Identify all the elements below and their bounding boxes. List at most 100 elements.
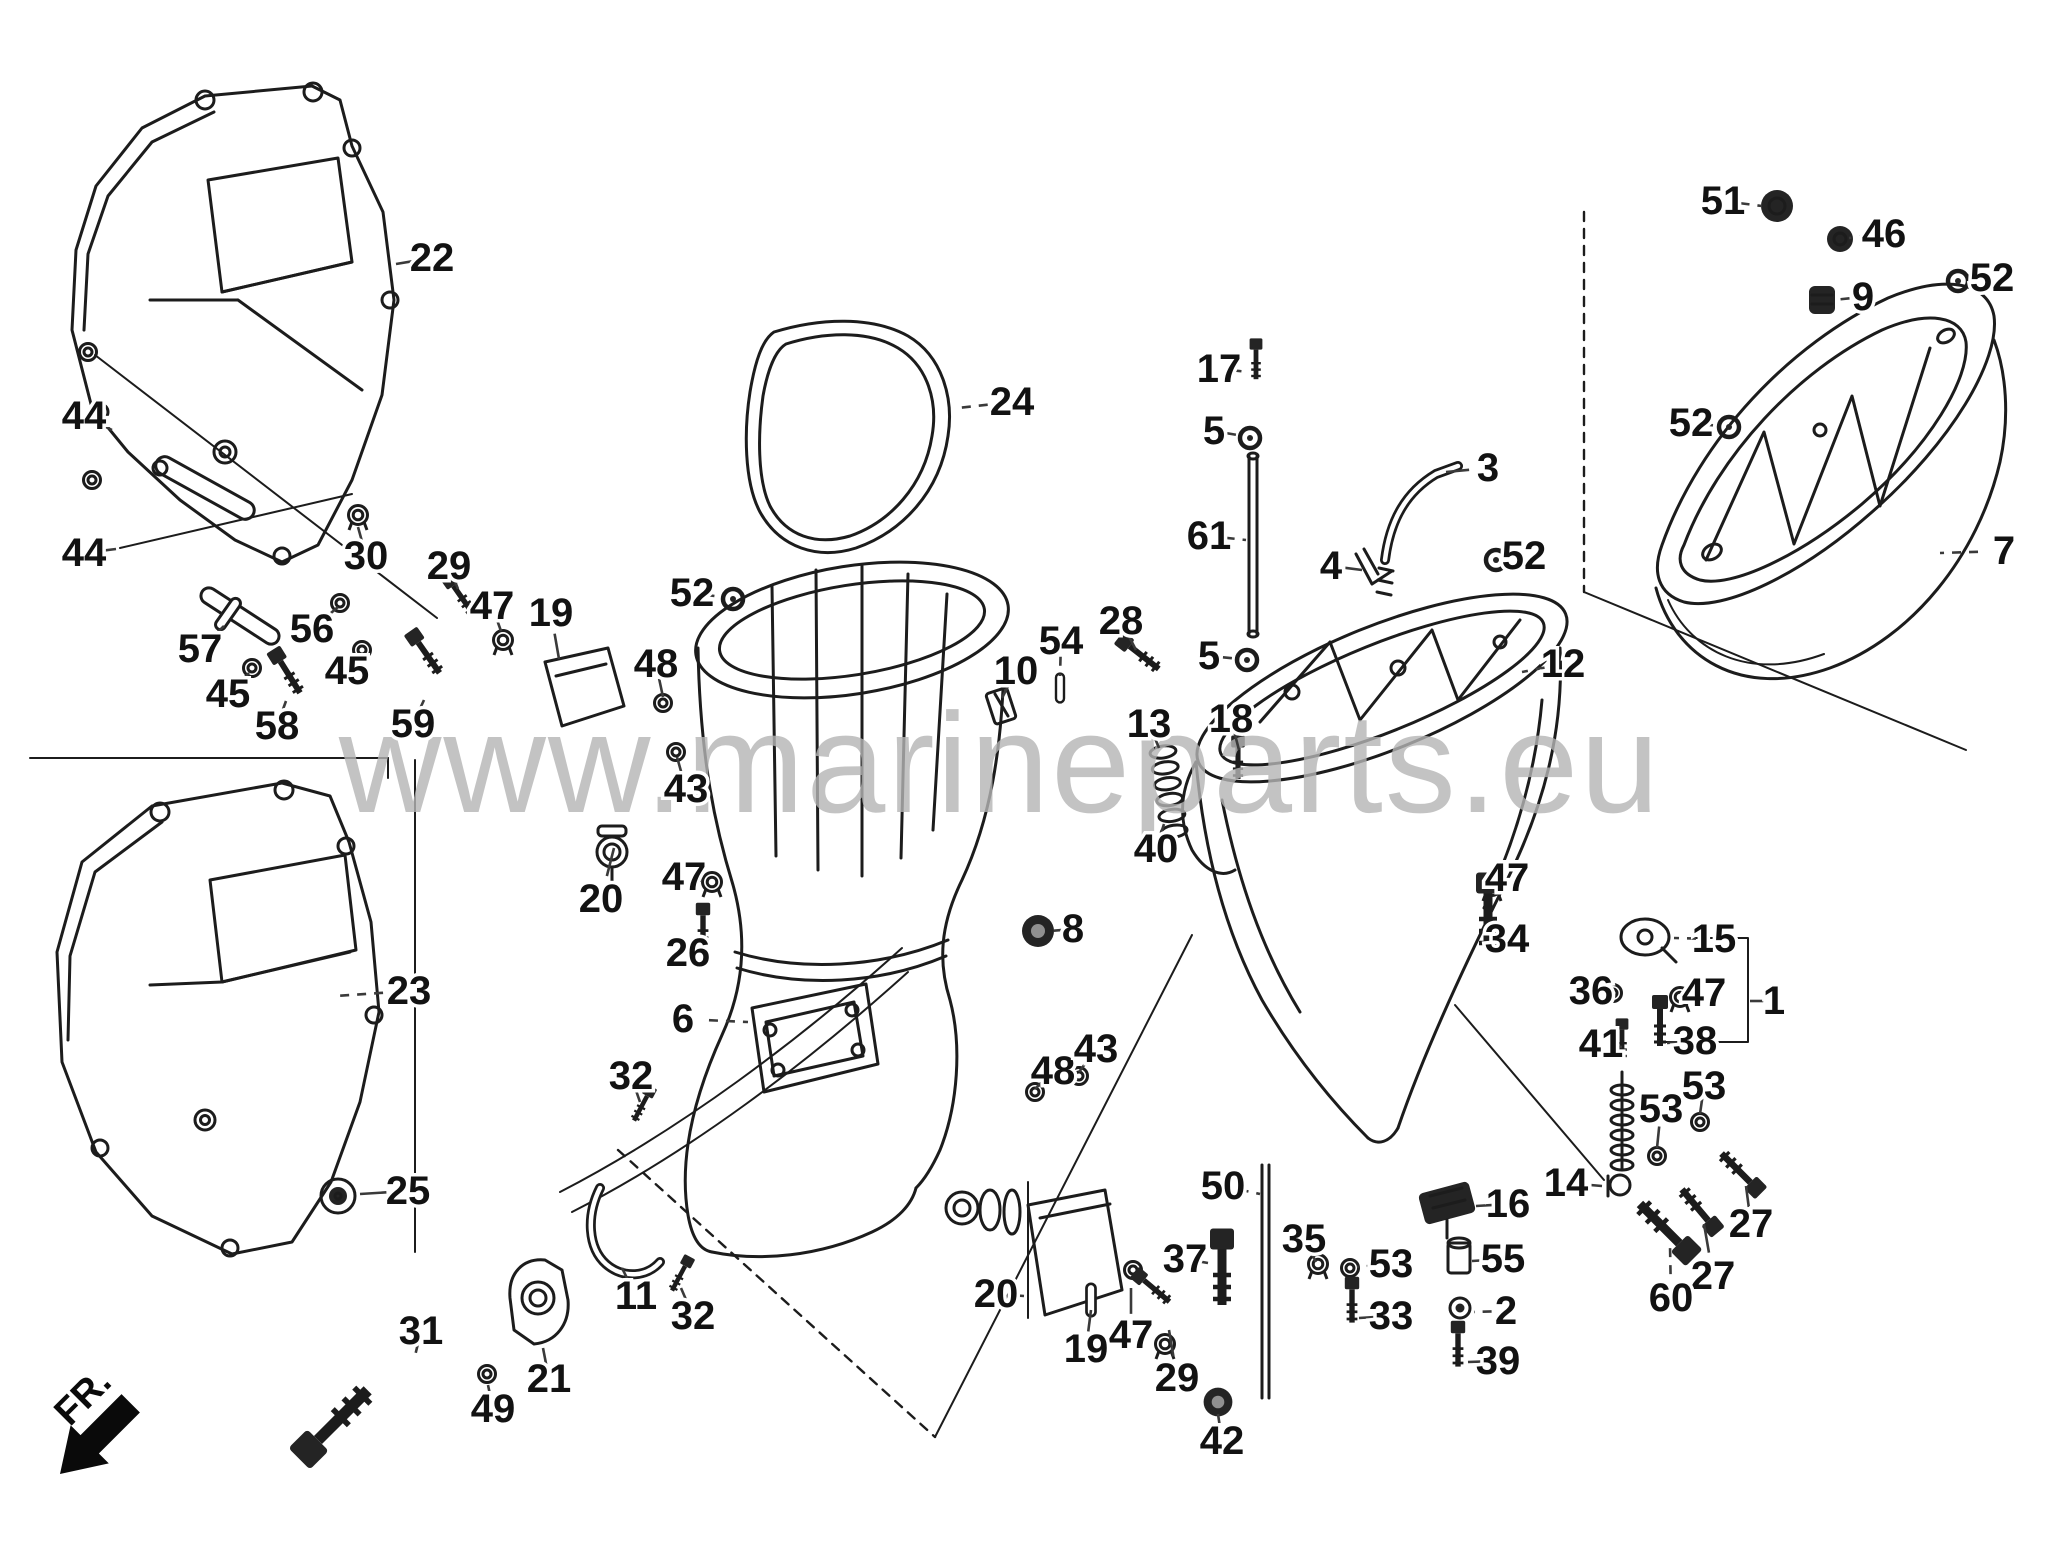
callout-label-4-28: 4 <box>1320 544 1343 588</box>
leader-line-43-79 <box>1077 1058 1090 1073</box>
bracket-10 <box>984 686 1018 726</box>
skeg-inset <box>1582 210 2008 751</box>
callout-label-17-24: 17 <box>1197 347 1242 391</box>
washer-53a <box>1690 1112 1710 1132</box>
leader-line-12-31 <box>1521 666 1545 674</box>
leader-line-17-24 <box>1232 369 1250 374</box>
bolt-39 <box>1451 1321 1465 1367</box>
bolt-58 <box>266 645 307 697</box>
callout-label-10-21: 10 <box>994 649 1039 693</box>
leader-line-10-21 <box>1000 682 1011 699</box>
leader-line-11-75 <box>620 1267 631 1284</box>
leader-line-54-22 <box>1058 656 1062 677</box>
callout-label-53-50: 53 <box>1682 1064 1727 1108</box>
leader-line-3-27 <box>1445 468 1470 474</box>
gear-case-right <box>1181 592 1605 1181</box>
leader-line-8-35 <box>1049 928 1063 933</box>
callout-label-47-36: 47 <box>1485 856 1530 900</box>
tube-11 <box>585 1183 665 1280</box>
leader-line-20-20 <box>605 847 616 877</box>
callout-label-51-38: 51 <box>1701 179 1746 223</box>
friction-plate-15 <box>1619 917 1678 964</box>
grommet-5b <box>1237 650 1257 670</box>
gasket-24 <box>744 319 951 554</box>
bolt-38 <box>1652 995 1668 1046</box>
leader-line-13-32 <box>1152 734 1161 749</box>
callout-label-35-60: 35 <box>1282 1217 1327 1261</box>
bracket-19a <box>543 646 626 728</box>
plug-8 <box>1022 915 1054 947</box>
leader-line-53-51 <box>1655 1126 1661 1149</box>
callout-label-26-18: 26 <box>666 931 711 975</box>
callout-label-47-47: 47 <box>1682 971 1727 1015</box>
leader-line-48-78 <box>1034 1078 1046 1090</box>
leader-line-57-5 <box>209 625 225 640</box>
callout-label-54-22: 54 <box>1039 619 1084 663</box>
washer-44b <box>82 470 102 490</box>
callout-label-13-32: 13 <box>1127 702 1172 746</box>
leader-line-30-3 <box>356 526 364 544</box>
callout-label-44-2: 44 <box>62 531 107 575</box>
sleeve-pin-lower <box>199 586 281 646</box>
leader-line-6-19 <box>708 1018 749 1024</box>
leader-line-48-15 <box>657 678 665 698</box>
callout-label-39-59: 39 <box>1476 1339 1521 1383</box>
callout-label-2-58: 2 <box>1495 1289 1517 1333</box>
callout-label-7-43: 7 <box>1993 529 2015 573</box>
leader-line-27-53 <box>1702 1223 1711 1253</box>
callout-label-47-17: 47 <box>662 855 707 899</box>
callout-label-45-6: 45 <box>206 672 251 716</box>
callout-label-25-71: 25 <box>386 1169 431 1213</box>
bolt-27a <box>1715 1147 1767 1199</box>
callout-label-53-51: 53 <box>1639 1087 1684 1131</box>
leader-line-16-56 <box>1475 1203 1494 1208</box>
callout-label-59-9: 59 <box>391 702 436 746</box>
leader-line-45-8 <box>351 654 362 665</box>
housing-upper-left-cover <box>70 81 400 566</box>
leader-line-14-55 <box>1582 1183 1603 1188</box>
leader-line-41-48 <box>1610 1044 1623 1049</box>
leader-line-46-39 <box>1848 234 1869 240</box>
callout-label-29-10: 29 <box>427 544 472 588</box>
callout-label-20-20: 20 <box>579 877 624 921</box>
leader-line-56-4 <box>322 606 339 621</box>
callout-label-60-54: 60 <box>1649 1276 1694 1320</box>
leader-line-47-36 <box>1491 879 1501 886</box>
leader-line-29-66 <box>1167 1329 1175 1357</box>
callout-label-30-3: 30 <box>344 534 389 578</box>
leader-line-44-2 <box>98 547 117 553</box>
leader-line-29-10 <box>451 575 460 590</box>
callout-label-57-5: 57 <box>178 627 223 671</box>
callout-label-38-49: 38 <box>1673 1019 1718 1063</box>
leader-line-2-58 <box>1473 1310 1492 1314</box>
bracket-21 <box>508 1258 570 1346</box>
callout-label-32-76: 32 <box>609 1054 654 1098</box>
leader-line-47-17 <box>691 877 703 883</box>
leader-line-60-54 <box>1668 1244 1672 1275</box>
callout-label-5-25: 5 <box>1203 409 1225 453</box>
washer-49 <box>477 1364 497 1384</box>
callout-label-61-26: 61 <box>1187 514 1232 558</box>
leader-line-33-62 <box>1358 1315 1377 1320</box>
callout-label-43-16: 43 <box>664 767 709 811</box>
leader-line-32-77 <box>679 1287 689 1304</box>
leader-line-15-44 <box>1673 936 1697 940</box>
leader-line-53-61 <box>1356 1264 1376 1269</box>
mount-rubber-16 <box>1418 1181 1476 1240</box>
callout-label-22-0: 22 <box>410 236 455 280</box>
leader-line-34-37 <box>1491 938 1501 943</box>
leader-line-52-42 <box>1703 423 1721 428</box>
callout-label-47-11: 47 <box>470 584 515 628</box>
leader-line-22-0 <box>395 259 417 266</box>
leader-line-47-11 <box>494 616 503 632</box>
callout-label-32-77: 32 <box>671 1294 716 1338</box>
leader-line-25-71 <box>359 1191 387 1196</box>
water-tube-61 <box>1246 451 1260 639</box>
callout-label-24-13: 24 <box>990 380 1035 424</box>
leader-line-27-52 <box>1744 1185 1751 1208</box>
washer-46 <box>1827 226 1853 252</box>
callout-label-48-15: 48 <box>634 642 679 686</box>
leader-line-21-74 <box>541 1347 548 1366</box>
water-hose-3 <box>1375 461 1463 597</box>
